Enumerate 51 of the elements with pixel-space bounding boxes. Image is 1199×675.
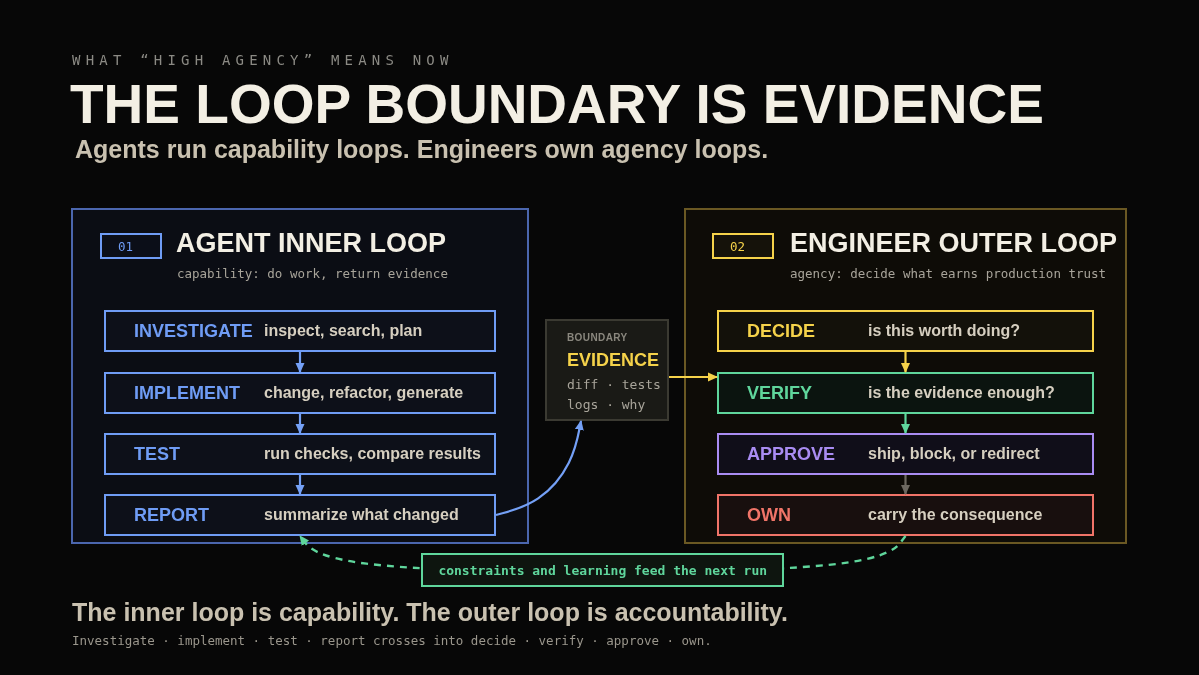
step-name: DECIDE — [747, 320, 816, 342]
step-box — [717, 494, 1094, 536]
step-description: change, refactor, generate — [264, 384, 464, 402]
boundary-label: BOUNDARY — [567, 332, 629, 344]
step-name: VERIFY — [747, 382, 813, 404]
edge-label: constraints and learning feed the next run — [421, 553, 785, 587]
boundary-box — [545, 319, 669, 421]
step-name: REPORT — [134, 504, 210, 526]
evidence-item: logs · why — [567, 395, 647, 414]
arrow — [901, 352, 910, 373]
section-number: 02 — [712, 233, 774, 259]
loop-panel — [684, 208, 1127, 544]
panel-heading: AGENT INNER LOOP — [176, 227, 446, 260]
loop-panel — [71, 208, 529, 544]
arrow — [295, 475, 305, 495]
panel-subtitle: agency: decide what earns production trust — [790, 266, 1107, 281]
step-box — [104, 310, 496, 352]
eyebrow-text: WHAT “HIGH AGENCY” MEANS NOW — [72, 52, 454, 69]
slide-title: THE LOOP BOUNDARY IS EVIDENCE — [70, 77, 1044, 132]
evidence-item: diff · tests — [567, 375, 662, 394]
step-description: is the evidence enough? — [868, 384, 1055, 402]
slide-subtitle: Agents run capability loops. Engineers own agency loops. — [75, 134, 769, 164]
step-box — [717, 372, 1094, 414]
step-name: INVESTIGATE — [134, 320, 254, 342]
step-description: carry the consequence — [868, 506, 1043, 524]
panel-heading: ENGINEER OUTER LOOP — [790, 227, 1118, 260]
step-box — [717, 310, 1094, 352]
arrow — [901, 475, 910, 495]
step-description: run checks, compare results — [264, 445, 481, 463]
step-box — [104, 372, 496, 414]
step-description: is this worth doing? — [868, 322, 1020, 340]
section-number: 01 — [100, 233, 162, 259]
step-box — [104, 494, 496, 536]
evidence-heading: EVIDENCE — [567, 350, 661, 372]
step-name: APPROVE — [747, 443, 837, 465]
arrow — [669, 372, 718, 382]
step-description: summarize what changed — [264, 506, 459, 524]
arrow — [495, 420, 584, 517]
step-name: OWN — [747, 504, 792, 526]
panel-subtitle: capability: do work, return evidence — [177, 266, 448, 281]
arrow — [295, 352, 305, 373]
step-description: ship, block, or redirect — [868, 445, 1040, 463]
footnote-text: Investigate · implement · test · report crosses into decide · verify · approve · own. — [72, 633, 712, 648]
step-name: IMPLEMENT — [134, 382, 241, 404]
arrow — [295, 414, 305, 434]
step-box — [717, 433, 1094, 475]
step-box — [104, 433, 496, 475]
summary-text: The inner loop is capability. The outer loop is accountability. — [72, 597, 788, 627]
step-description: inspect, search, plan — [264, 322, 423, 340]
step-name: TEST — [134, 443, 181, 465]
arrow — [901, 414, 910, 434]
